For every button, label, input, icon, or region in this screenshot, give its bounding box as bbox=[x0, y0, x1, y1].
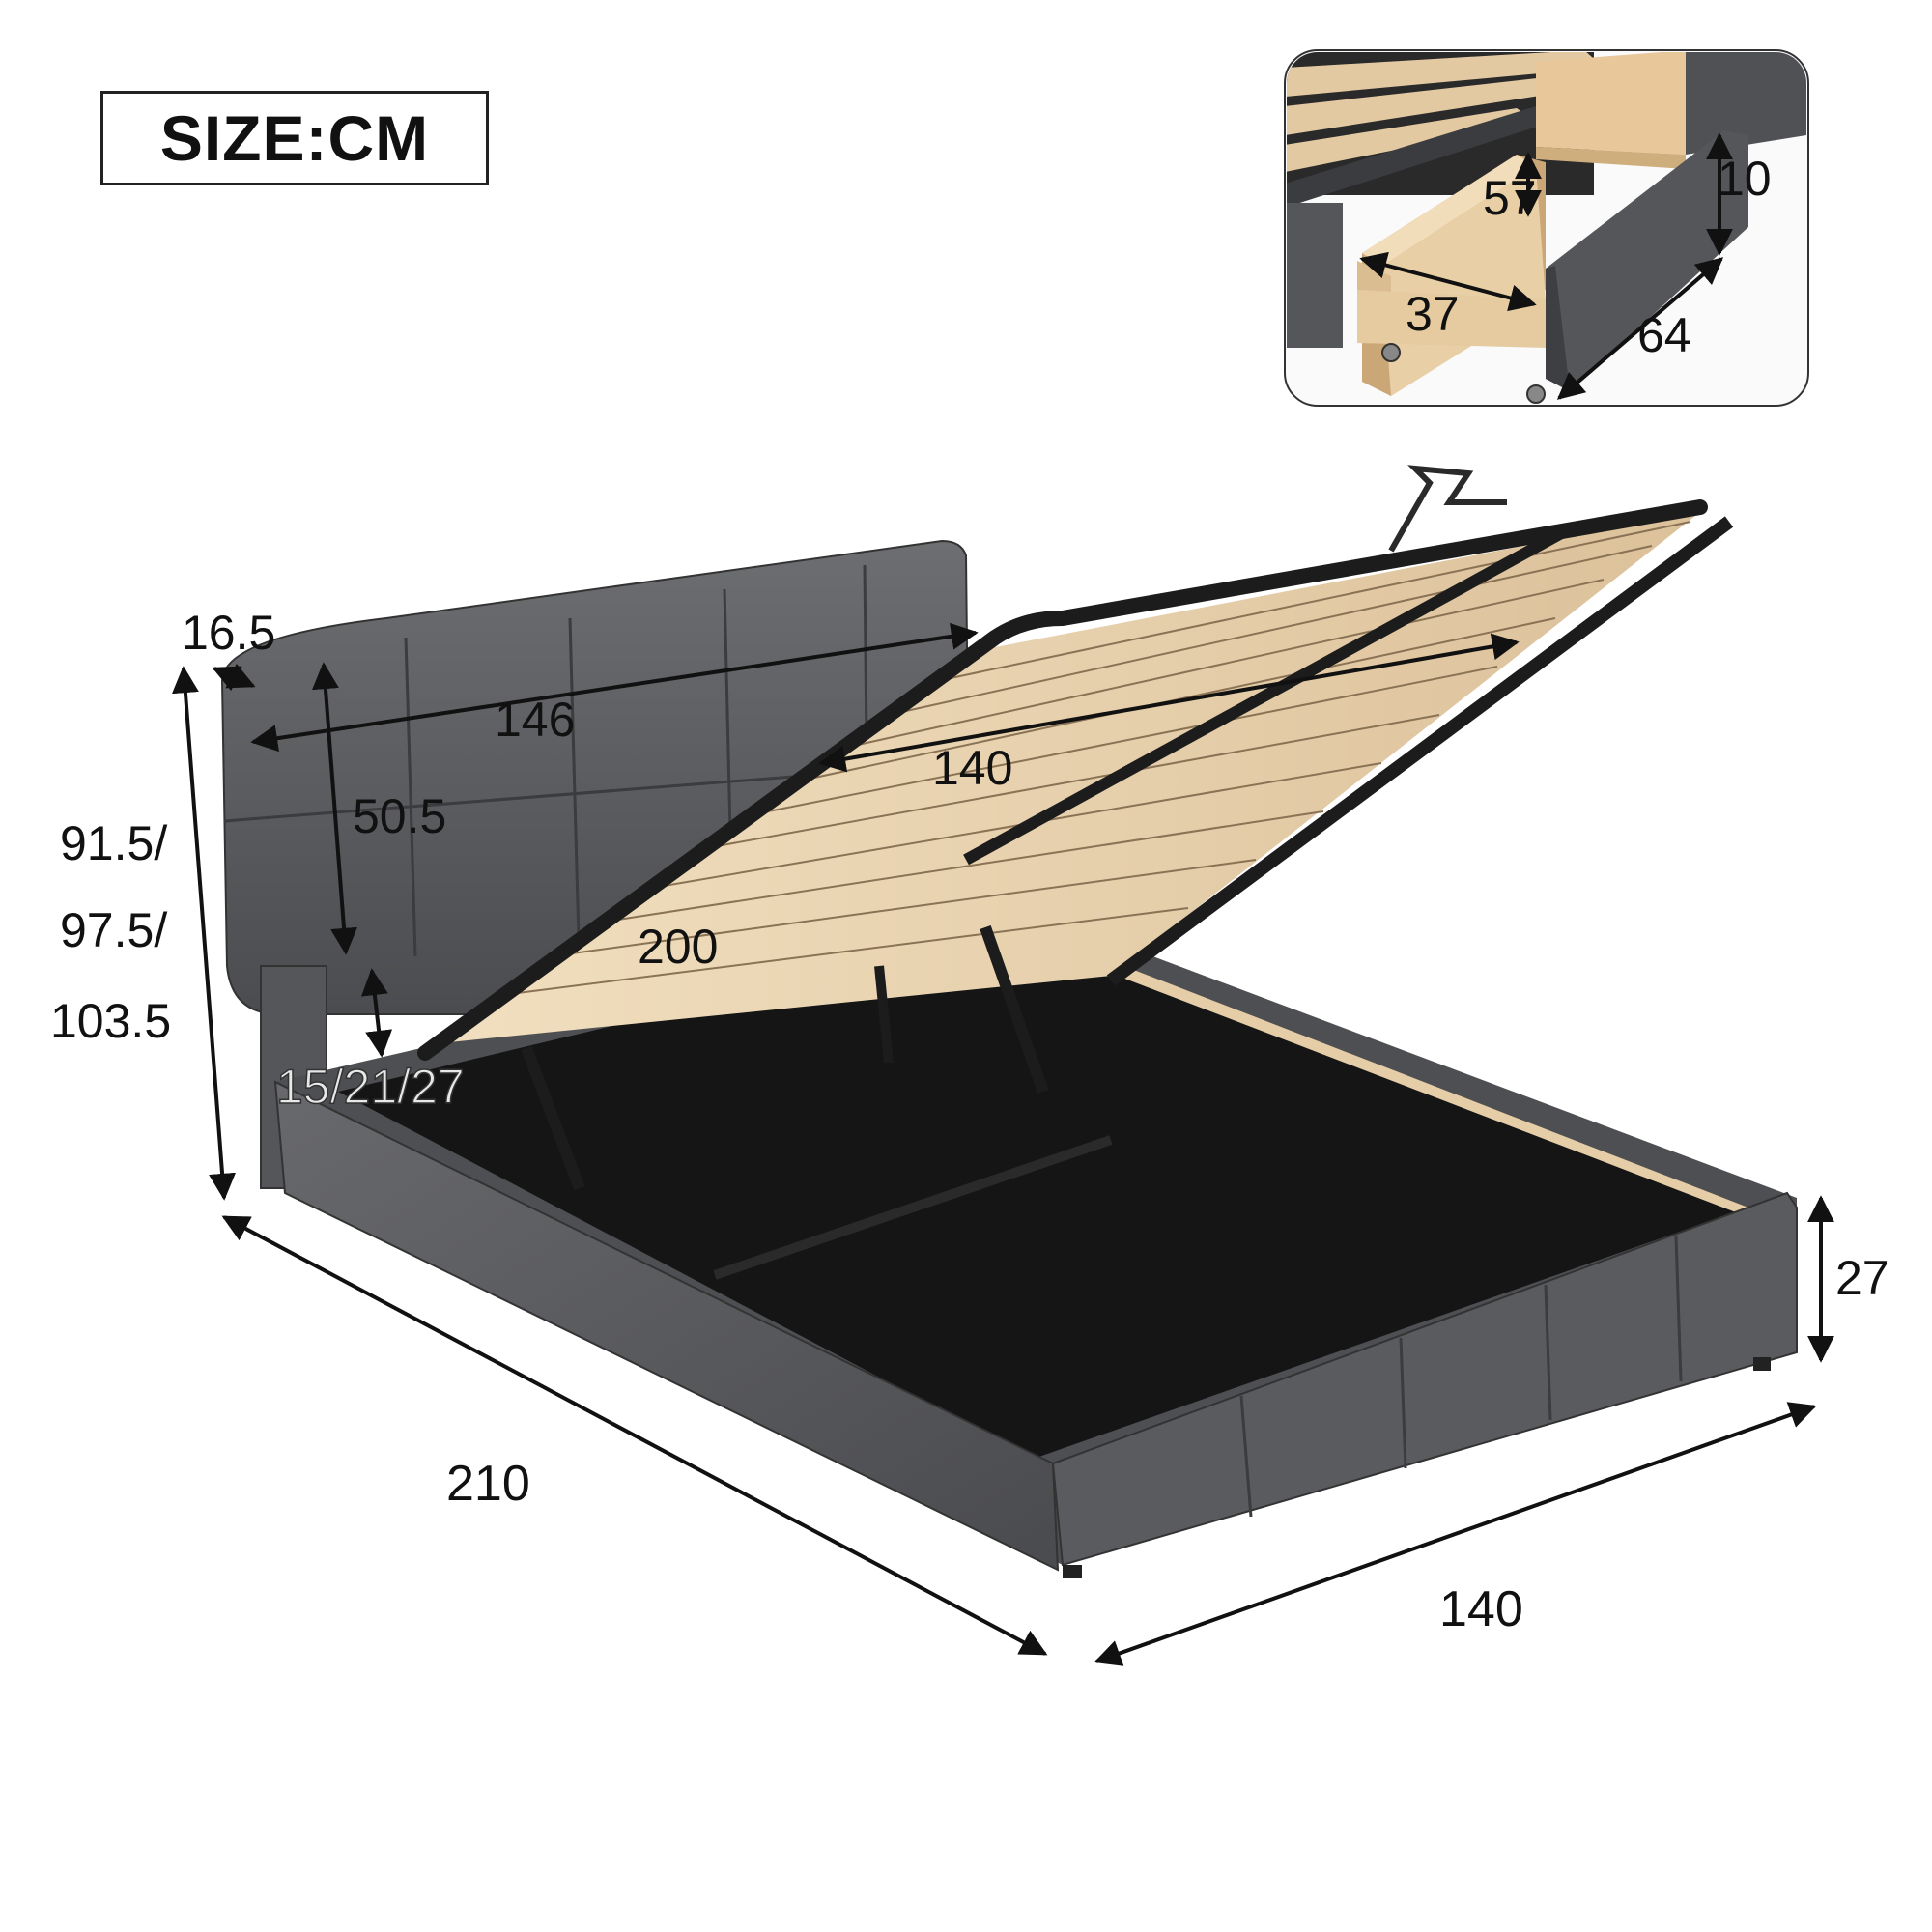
label-headboard-width: 146 bbox=[495, 693, 576, 747]
gas-strut-right bbox=[980, 925, 1049, 1094]
inset-back-drawer bbox=[1536, 52, 1686, 155]
label-drawer-length: 64 bbox=[1637, 308, 1691, 362]
storage-interior bbox=[338, 927, 1748, 1459]
drawer-inset bbox=[1284, 49, 1809, 407]
label-drawer-depth: 57 bbox=[1483, 171, 1537, 225]
label-frame-height: 27 bbox=[1835, 1251, 1889, 1305]
dimension-lines bbox=[171, 622, 1834, 1666]
dimline-headboard-height bbox=[311, 662, 358, 955]
size-unit-box: SIZE:CM bbox=[100, 91, 489, 185]
dimline-total-height bbox=[171, 666, 237, 1201]
dimline-total-length bbox=[221, 1215, 1048, 1656]
label-total-width: 140 bbox=[1439, 1581, 1523, 1637]
dimline-leg-gap bbox=[360, 968, 393, 1058]
size-unit-label: SIZE:CM bbox=[159, 102, 430, 174]
gas-strut-left bbox=[521, 1045, 585, 1191]
label-drawer-height: 10 bbox=[1718, 152, 1772, 206]
label-leg-gap: 15/21/27 bbox=[275, 1060, 465, 1114]
label-slat-length: 200 bbox=[638, 920, 719, 974]
label-total-length: 210 bbox=[446, 1456, 530, 1512]
inset-rail bbox=[1287, 106, 1555, 208]
label-headboard-height: 50.5 bbox=[353, 789, 447, 843]
label-total-height-3: 103.5 bbox=[50, 994, 172, 1048]
label-headboard-thickness: 16.5 bbox=[182, 606, 276, 660]
inset-bed-leg bbox=[1287, 203, 1343, 348]
label-slat-width: 140 bbox=[932, 741, 1013, 795]
label-drawer-width: 37 bbox=[1406, 287, 1460, 341]
label-total-height-2: 97.5/ bbox=[60, 903, 168, 957]
label-total-height-1: 91.5/ bbox=[60, 816, 168, 870]
dimline-total-width bbox=[1094, 1402, 1817, 1666]
dimline-slat-width bbox=[818, 633, 1520, 773]
